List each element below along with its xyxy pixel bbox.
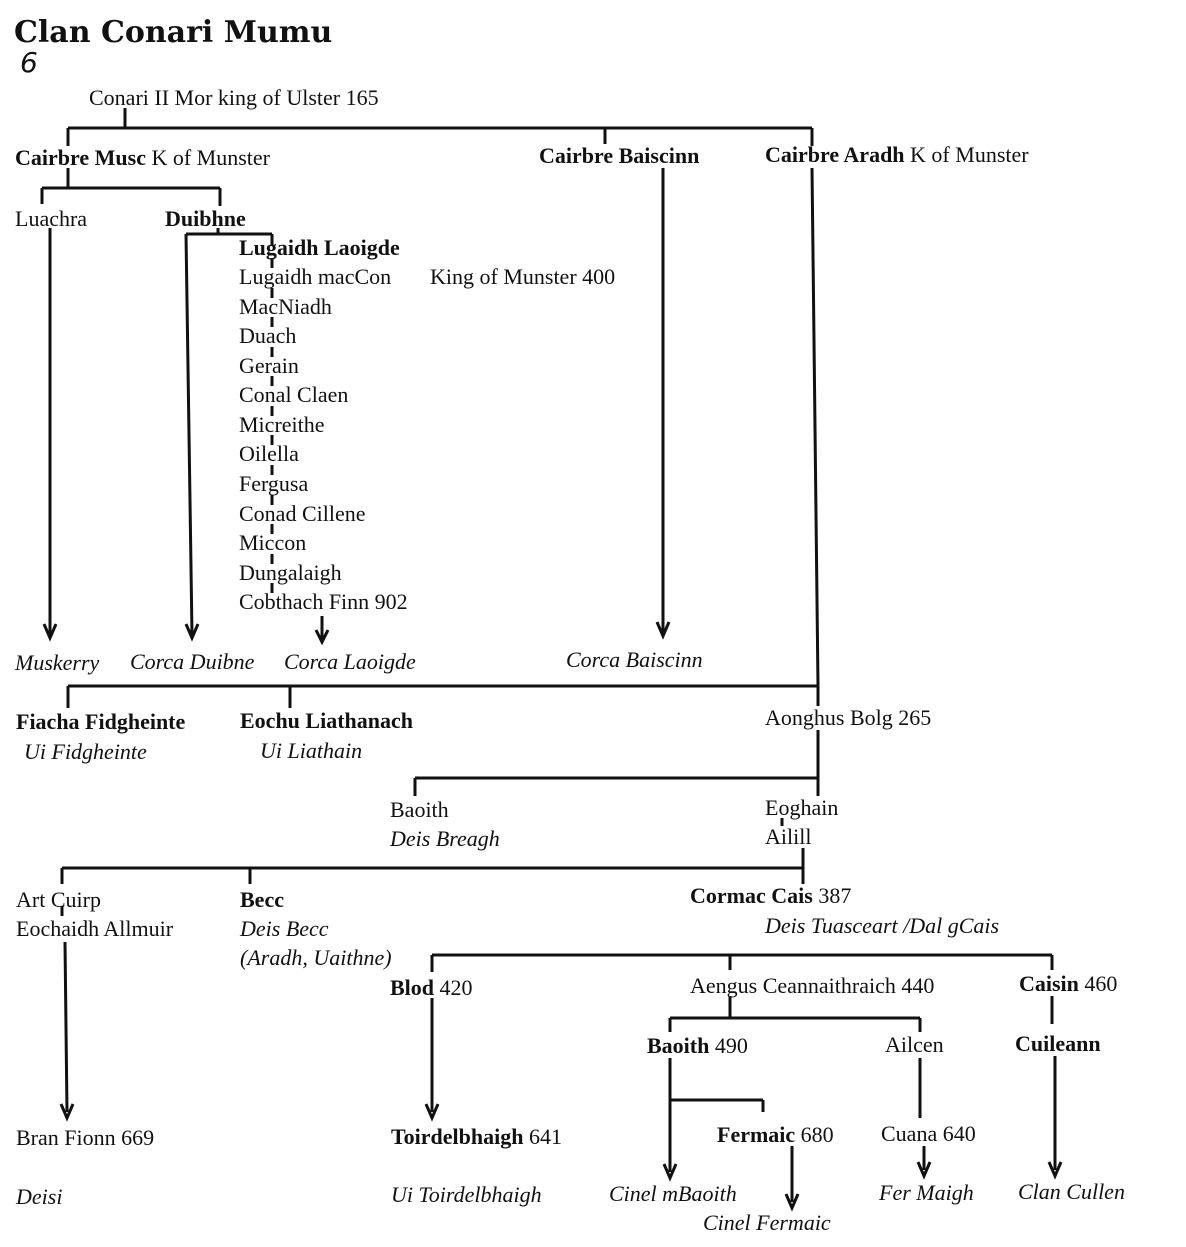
node-duibhne: Duibhne <box>165 206 246 231</box>
node-cairbre-musc-note: K of Munster <box>145 145 271 170</box>
node-eochu: Eochu Liathanach <box>240 708 413 733</box>
territory-deis-breagh: Deis Breagh <box>390 826 500 851</box>
node-cuileann: Cuileann <box>1015 1031 1101 1056</box>
node-luachra: Luachra <box>15 206 88 231</box>
node-cormac-cais-name: Cormac Cais <box>690 883 813 908</box>
node-fermaic: Fermaic 680 <box>717 1122 834 1148</box>
node-toirdelbhaigh-name: Toirdelbhaigh <box>391 1124 524 1149</box>
territory-corca-baiscinn: Corca Baiscinn <box>566 647 703 672</box>
node-baoith-490-date: 490 <box>709 1033 748 1058</box>
node-cairbre-aradh-note: K of Munster <box>904 142 1029 167</box>
territory-cinel-mbaoith: Cinel mBaoith <box>609 1181 737 1206</box>
node-blod-name: Blod <box>390 975 435 1000</box>
node-cuana: Cuana 640 <box>881 1121 976 1146</box>
node-baoith: Baoith <box>390 797 449 822</box>
lineage-item: Dungalaigh <box>239 560 342 585</box>
node-fermaic-name: Fermaic <box>717 1122 796 1147</box>
node-aengus: Aengus Ceannaithraich 440 <box>690 973 935 998</box>
node-eoghain: Eoghain <box>765 795 839 820</box>
lineage-item: Miccon <box>239 530 307 555</box>
territory-ui-toirdelbhaigh: Ui Toirdelbhaigh <box>391 1182 542 1207</box>
territory-ui-liathain: Ui Liathain <box>260 738 363 763</box>
node-ailill: Ailill <box>765 824 812 849</box>
node-lugaidh-laoigde: Lugaidh Laoigde <box>239 235 400 260</box>
lineage-item: Conal Claen <box>239 382 349 407</box>
territory-deis-becc: Deis Becc <box>240 916 329 941</box>
node-toirdelbhaigh: Toirdelbhaigh 641 <box>391 1124 562 1150</box>
territory-ui-fidgheinte: Ui Fidgheinte <box>24 739 147 764</box>
node-fiacha: Fiacha Fidgheinte <box>16 709 186 734</box>
node-cairbre-aradh-name: Cairbre Aradh <box>765 142 905 167</box>
node-caisin: Caisin 460 <box>1019 971 1117 997</box>
node-cairbre-musc: Cairbre Musc K of Munster <box>15 145 270 171</box>
territory-aradh-uaithne: (Aradh, Uaithne) <box>240 945 392 970</box>
lineage-item: Fergusa <box>239 471 309 496</box>
territory-clan-cullen: Clan Cullen <box>1018 1179 1125 1204</box>
node-becc: Becc <box>240 887 284 912</box>
node-bran-fionn: Bran Fionn 669 <box>16 1125 155 1150</box>
node-toirdelbhaigh-date: 641 <box>523 1124 562 1149</box>
territory-deisi: Deisi <box>16 1184 63 1209</box>
lugaidh-note: King of Munster 400 <box>430 264 616 289</box>
node-caisin-date: 460 <box>1078 971 1118 996</box>
lineage-item: Duach <box>239 323 297 348</box>
territory-cinel-fermaic: Cinel Fermaic <box>703 1210 831 1235</box>
page-number: 6 <box>20 46 38 79</box>
node-blod-date: 420 <box>434 975 473 1000</box>
lineage-item: Cobthach Finn 902 <box>239 589 408 614</box>
node-blod: Blod 420 <box>390 975 473 1001</box>
page-title: Clan Conari Mumu <box>14 15 333 50</box>
node-cormac-cais-date: 387 <box>812 883 852 908</box>
node-conari: Conari II Mor king of Ulster 165 <box>89 85 379 110</box>
node-cormac-cais: Cormac Cais 387 <box>690 883 851 909</box>
territory-corca-duibne: Corca Duibne <box>130 649 255 674</box>
node-cairbre-aradh: Cairbre Aradh K of Munster <box>765 142 1029 168</box>
lineage-item: Gerain <box>239 353 299 378</box>
node-eochaidh: Eochaidh Allmuir <box>16 916 174 941</box>
node-ailcen: Ailcen <box>885 1032 944 1057</box>
lineage-item: Micreithe <box>239 412 325 437</box>
territory-muskerry: Muskerry <box>15 650 100 675</box>
lineage-item: Oilella <box>239 441 299 466</box>
node-baoith-490: Baoith 490 <box>647 1033 748 1059</box>
territory-fer-maigh: Fer Maigh <box>879 1180 974 1205</box>
territory-corca-laoigde: Corca Laoigde <box>284 649 416 674</box>
lineage-item: Lugaidh macCon <box>239 264 392 289</box>
node-art-cuirp: Art Cuirp <box>16 887 101 912</box>
node-caisin-name: Caisin <box>1019 971 1079 996</box>
territory-deis-tuasceart: Deis Tuasceart /Dal gCais <box>765 913 1000 938</box>
node-fermaic-date: 680 <box>795 1122 834 1147</box>
lineage-item: Conad Cillene <box>239 501 366 526</box>
node-cairbre-baiscinn: Cairbre Baiscinn <box>539 143 700 168</box>
node-cairbre-musc-name: Cairbre Musc <box>15 145 146 170</box>
node-aonghus: Aonghus Bolg 265 <box>765 705 932 730</box>
lineage-item: MacNiadh <box>239 294 332 319</box>
node-baoith-490-name: Baoith <box>647 1033 710 1058</box>
